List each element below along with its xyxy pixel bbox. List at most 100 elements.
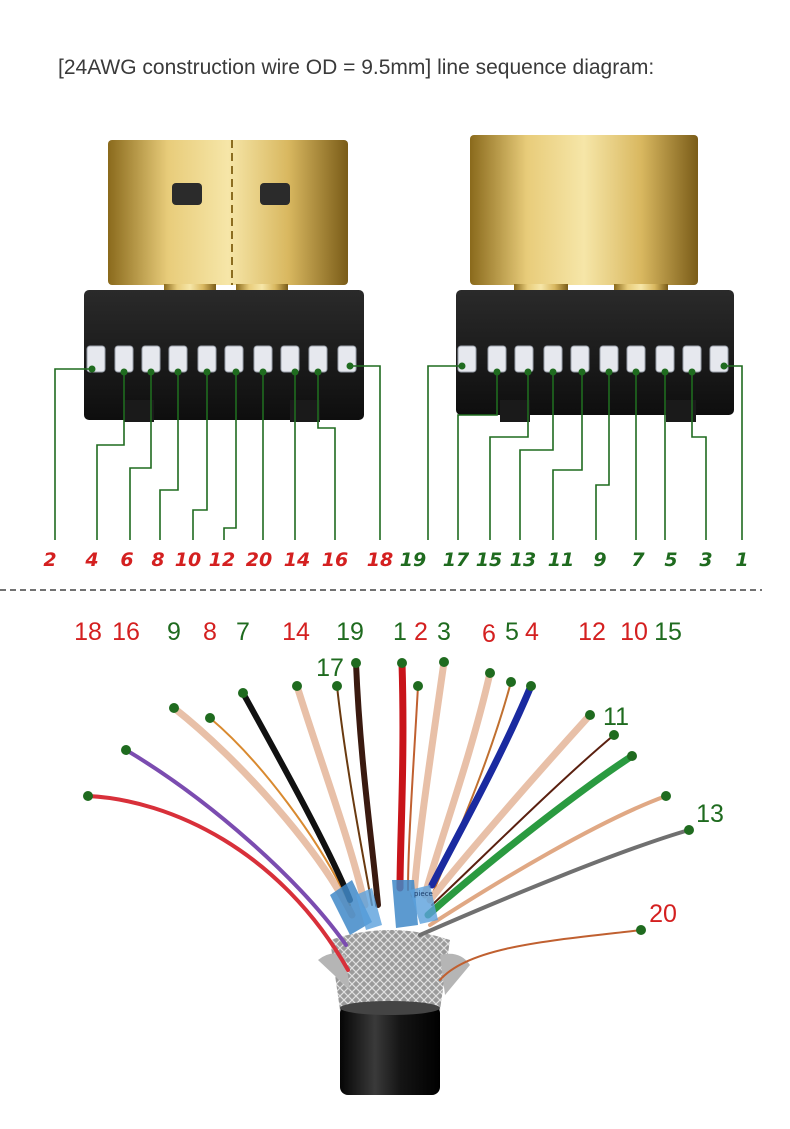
wire-label: 2 bbox=[414, 618, 428, 646]
left-pin-label: 14 bbox=[284, 549, 310, 571]
wire bbox=[426, 711, 594, 904]
wire-end-dot bbox=[169, 703, 179, 713]
right-pin-label: 5 bbox=[664, 549, 677, 571]
right-pin-pad bbox=[682, 345, 702, 373]
right-pin-pad bbox=[543, 345, 563, 373]
pin-dot bbox=[632, 368, 640, 376]
left-pin-label: 16 bbox=[322, 549, 348, 571]
pin-leader-line bbox=[457, 372, 498, 540]
pin-leader-line bbox=[552, 372, 583, 540]
wire-label: 13 bbox=[696, 800, 724, 828]
left-pin-pad bbox=[253, 345, 273, 373]
pin-leader-line bbox=[192, 372, 208, 540]
wire-label: 9 bbox=[167, 618, 181, 646]
wire-end-dots bbox=[83, 657, 694, 935]
pin-dot bbox=[291, 368, 299, 376]
wire-label: 16 bbox=[112, 618, 140, 646]
pin-dot bbox=[578, 368, 586, 376]
pin-dot bbox=[524, 368, 532, 376]
pin-dot bbox=[259, 368, 267, 376]
pin-leader-line bbox=[350, 365, 381, 540]
wire-label: 11 bbox=[603, 703, 629, 731]
wire-end-dot bbox=[636, 925, 646, 935]
pin-leader-line bbox=[489, 372, 529, 540]
pin-leader-line bbox=[54, 368, 92, 540]
wire bbox=[293, 682, 369, 909]
wire-end-dot bbox=[609, 730, 619, 740]
left-pin-pad bbox=[141, 345, 161, 373]
right-pin-pad bbox=[655, 345, 675, 373]
wire bbox=[170, 704, 356, 919]
wire-label: 1 bbox=[393, 618, 407, 646]
pin-leader-line bbox=[427, 365, 462, 540]
pin-leader-line bbox=[223, 372, 237, 540]
wire-end-dot bbox=[627, 751, 637, 761]
right-pin-label: 15 bbox=[476, 549, 502, 571]
left-pin-pad bbox=[114, 345, 134, 373]
right-pin-label: 17 bbox=[443, 549, 470, 571]
cable-jacket bbox=[340, 1001, 440, 1095]
wire-label: 8 bbox=[203, 618, 217, 646]
pin-dot bbox=[720, 362, 728, 370]
wire-end-dot bbox=[439, 657, 449, 667]
right-pin-pad bbox=[626, 345, 646, 373]
left-pin-label: 10 bbox=[175, 549, 201, 571]
wire-end-dot bbox=[205, 713, 215, 723]
right-pin-label: 19 bbox=[400, 549, 426, 571]
right-pin-pad bbox=[514, 345, 534, 373]
left-pin-pad bbox=[86, 345, 106, 373]
wire-end-dot bbox=[585, 710, 595, 720]
wire bbox=[431, 734, 615, 906]
wire bbox=[407, 685, 419, 891]
wire bbox=[240, 690, 353, 903]
left-pin-label: 6 bbox=[120, 549, 133, 571]
left-connector bbox=[84, 140, 364, 422]
pin-leader-line bbox=[96, 372, 125, 540]
pin-dot bbox=[661, 368, 669, 376]
wire-end-dot bbox=[83, 791, 93, 801]
left-pin-pad bbox=[308, 345, 328, 373]
right-pin-label: 9 bbox=[593, 549, 606, 571]
left-pin-label: 18 bbox=[367, 549, 393, 571]
wire-end-dot bbox=[485, 668, 495, 678]
wire bbox=[353, 660, 381, 908]
pin-leader-line bbox=[595, 372, 610, 540]
wire-end-dot bbox=[506, 677, 516, 687]
left-pin-pad bbox=[337, 345, 357, 373]
left-pin-pad bbox=[224, 345, 244, 373]
pin-dot bbox=[549, 368, 557, 376]
wire-label: 6 bbox=[482, 620, 496, 648]
pin-dot bbox=[688, 368, 696, 376]
wire bbox=[86, 794, 350, 972]
wire bbox=[428, 794, 668, 927]
pin-dot bbox=[232, 368, 240, 376]
left-pin-label: 4 bbox=[84, 549, 98, 571]
right-pin-label: 13 bbox=[510, 549, 536, 571]
wire bbox=[124, 748, 348, 947]
wire-label: 10 bbox=[620, 618, 648, 646]
pin-leader-line bbox=[724, 365, 743, 540]
right-pin-label: 1 bbox=[735, 549, 748, 571]
wire-end-dot bbox=[661, 791, 671, 801]
pin-dot bbox=[147, 368, 155, 376]
right-pin-pad bbox=[570, 345, 590, 373]
wire bbox=[428, 682, 535, 889]
wire bbox=[396, 659, 407, 892]
right-pin-pad bbox=[487, 345, 507, 373]
wire-label: 4 bbox=[525, 618, 539, 646]
wire-end-dot bbox=[351, 658, 361, 668]
pin-leader-line bbox=[519, 372, 554, 540]
wire-label: 15 bbox=[654, 618, 682, 646]
left-pin-label: 20 bbox=[246, 549, 272, 571]
left-pin-pad bbox=[280, 345, 300, 373]
pin-leader-line bbox=[129, 372, 152, 540]
pin-leader-line bbox=[159, 372, 179, 540]
wire-end-dot bbox=[121, 745, 131, 755]
wire-end-dot bbox=[238, 688, 248, 698]
left-pin-label: 2 bbox=[43, 549, 56, 571]
foil-shields bbox=[330, 880, 438, 935]
pin-dot bbox=[88, 365, 96, 373]
